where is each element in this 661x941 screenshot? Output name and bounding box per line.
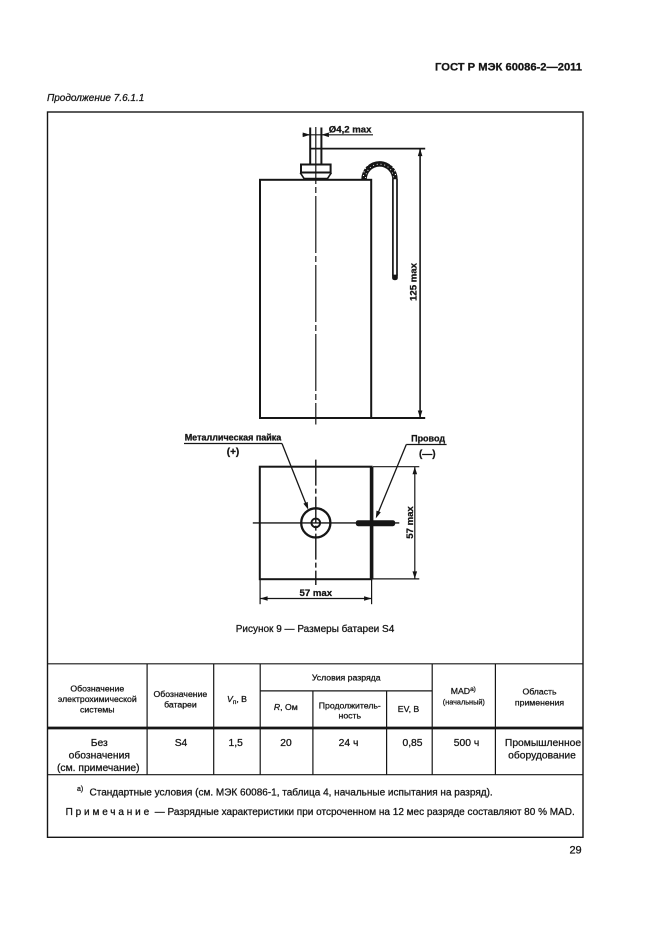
svg-text:Область: Область xyxy=(522,686,557,696)
svg-text:125 max: 125 max xyxy=(408,262,419,301)
svg-text:(начальный): (начальный) xyxy=(443,698,485,707)
svg-text:применения: применения xyxy=(515,697,564,707)
svg-text:57 max: 57 max xyxy=(405,506,416,539)
svg-text:Металлическая пайка: Металлическая пайка xyxy=(185,433,283,443)
svg-text:R, Ом: R, Ом xyxy=(274,702,298,712)
svg-text:57 max: 57 max xyxy=(300,588,333,599)
svg-text:Рисунок 9 — Размеры батареи S4: Рисунок 9 — Размеры батареи S4 xyxy=(236,623,395,635)
svg-text:Обозначение: Обозначение xyxy=(70,683,124,693)
svg-text:Обозначение: Обозначение xyxy=(154,689,208,699)
svg-text:оборудование: оборудование xyxy=(508,749,576,761)
svg-text:Условия разряда: Условия разряда xyxy=(312,673,381,683)
svg-text:EV, В: EV, В xyxy=(398,704,420,714)
svg-text:Vп, В: Vп, В xyxy=(227,694,247,706)
svg-text:батареи: батареи xyxy=(164,700,197,710)
svg-text:24 ч: 24 ч xyxy=(339,738,359,749)
svg-text:(см. примечание): (см. примечание) xyxy=(57,763,140,774)
svg-text:(—): (—) xyxy=(419,449,436,460)
svg-text:Продолжитель-: Продолжитель- xyxy=(319,700,381,710)
svg-text:29: 29 xyxy=(569,845,581,857)
svg-text:ность: ность xyxy=(339,711,362,721)
svg-text:20: 20 xyxy=(280,738,292,749)
svg-text:(+): (+) xyxy=(227,447,240,458)
svg-text:Ø4,2 max: Ø4,2 max xyxy=(329,124,372,135)
svg-text:Примечание — Разрядные характе: Примечание — Разрядные характеристики пр… xyxy=(66,807,575,818)
svg-text:Промышленное: Промышленное xyxy=(505,738,581,749)
svg-text:Без: Без xyxy=(91,738,108,749)
svg-text:Стандартные условия (см. МЭК 6: Стандартные условия (см. МЭК 60086-1, та… xyxy=(90,786,493,798)
svg-text:S4: S4 xyxy=(175,738,188,749)
svg-text:0,85: 0,85 xyxy=(402,738,422,749)
svg-text:Продолжение 7.6.1.1: Продолжение 7.6.1.1 xyxy=(47,93,144,104)
svg-text:обозначения: обозначения xyxy=(69,750,130,762)
svg-text:а): а) xyxy=(77,786,83,793)
svg-text:системы: системы xyxy=(80,705,114,715)
svg-text:электрохимической: электрохимической xyxy=(58,694,137,704)
svg-text:Провод: Провод xyxy=(411,433,445,443)
svg-text:1,5: 1,5 xyxy=(229,738,244,749)
svg-text:MADа): MADа) xyxy=(451,686,476,696)
svg-text:ГОСТ Р МЭК 60086-2—2011: ГОСТ Р МЭК 60086-2—2011 xyxy=(435,62,582,74)
svg-text:500 ч: 500 ч xyxy=(454,738,479,749)
